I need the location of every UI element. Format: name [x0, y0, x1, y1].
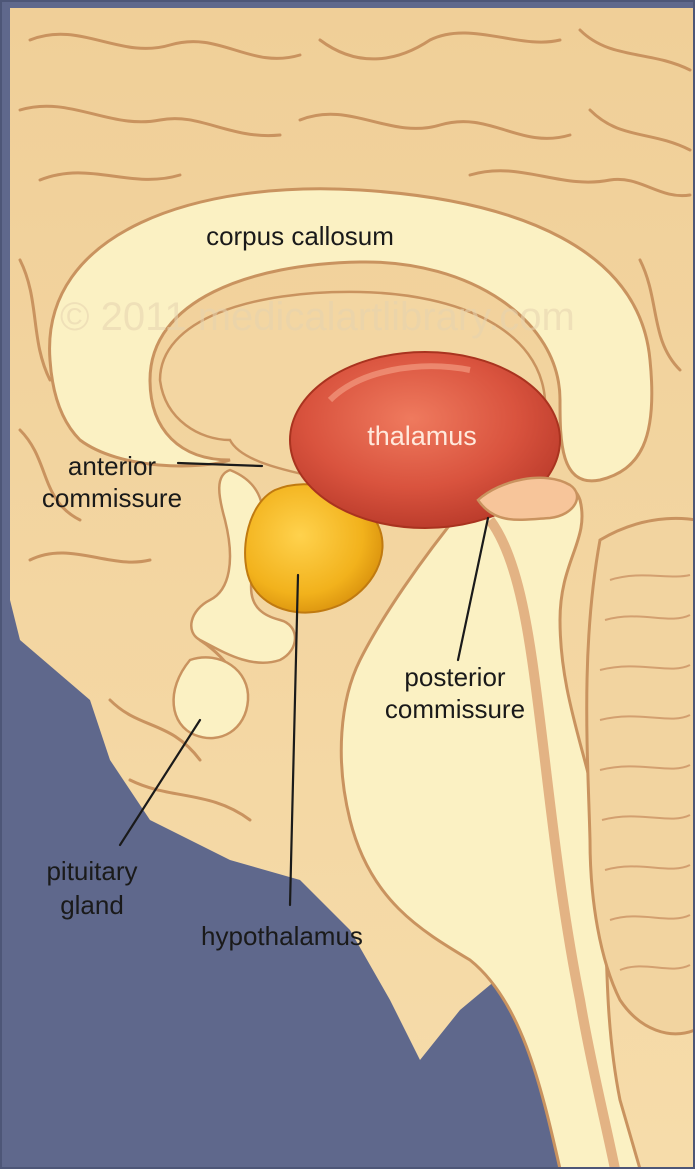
label-posterior-commissure-1: posterior [404, 662, 505, 692]
label-corpus-callosum: corpus callosum [206, 221, 394, 251]
label-posterior-commissure-2: commissure [385, 694, 525, 724]
label-thalamus: thalamus [367, 421, 477, 451]
label-pituitary-2: gland [60, 890, 124, 920]
label-anterior-commissure-2: commissure [42, 483, 182, 513]
cerebellum [587, 518, 695, 1033]
label-pituitary-1: pituitary [46, 856, 137, 886]
label-hypothalamus: hypothalamus [201, 921, 363, 951]
pituitary-gland-shape [174, 657, 249, 738]
watermark-text: © 2011 medicalartlibrary.com [60, 295, 575, 339]
label-anterior-commissure-1: anterior [68, 451, 156, 481]
